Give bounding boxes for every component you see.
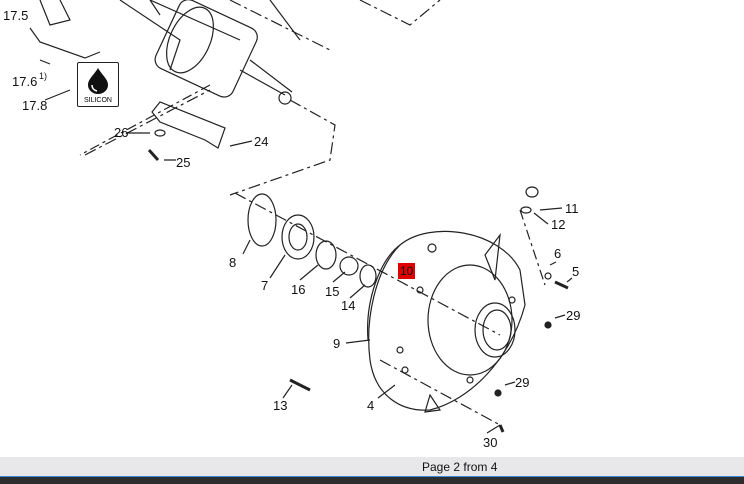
part-label-5[interactable]: 5 — [572, 264, 580, 279]
part-label-26[interactable]: 26 — [114, 125, 129, 140]
page-indicator: Page 2 from 4 — [422, 460, 498, 474]
parts-diagram: 17.5 17.6 1) 17.8 SILICON 26 25 24 11 12… — [3, 0, 581, 450]
part-label-25[interactable]: 25 — [176, 155, 191, 170]
part-label-10-highlighted[interactable]: 10 — [398, 263, 416, 279]
part-label-24[interactable]: 24 — [254, 134, 269, 149]
part-label-9[interactable]: 9 — [333, 336, 341, 351]
part-label-29[interactable]: 29 — [566, 308, 581, 323]
part-label-29[interactable]: 29 — [515, 375, 530, 390]
part-label-17-5[interactable]: 17.5 — [3, 8, 29, 23]
silicon-lubricant-icon: SILICON — [77, 62, 119, 107]
part-label-6[interactable]: 6 — [554, 246, 562, 261]
hub-drawing — [367, 230, 526, 413]
silicon-label: SILICON — [83, 97, 112, 104]
part-label-17-6[interactable]: 17.6 — [12, 74, 38, 89]
part-label-8[interactable]: 8 — [229, 255, 237, 270]
divider — [0, 476, 744, 477]
part-label-15[interactable]: 15 — [325, 284, 340, 299]
part-label-14[interactable]: 14 — [341, 298, 356, 313]
status-bar: Page 2 from 4 — [0, 457, 744, 476]
part-label-17-8[interactable]: 17.8 — [22, 98, 48, 113]
part-label-11[interactable]: 11 — [565, 201, 579, 216]
part-label-7[interactable]: 7 — [261, 278, 269, 293]
part-label-12[interactable]: 12 — [551, 217, 566, 232]
circlip-8 — [247, 193, 277, 247]
oil-drop-icon — [88, 68, 108, 94]
bottom-bar — [0, 477, 744, 484]
part-label-4[interactable]: 4 — [367, 398, 375, 413]
diagram-drawing — [29, 0, 573, 434]
drive-shaft-drawing — [39, 0, 293, 149]
part-label-13[interactable]: 13 — [273, 398, 288, 413]
part-label-30[interactable]: 30 — [483, 435, 498, 450]
footnote-marker: 1) — [39, 71, 48, 81]
part-label-16[interactable]: 16 — [291, 282, 306, 297]
